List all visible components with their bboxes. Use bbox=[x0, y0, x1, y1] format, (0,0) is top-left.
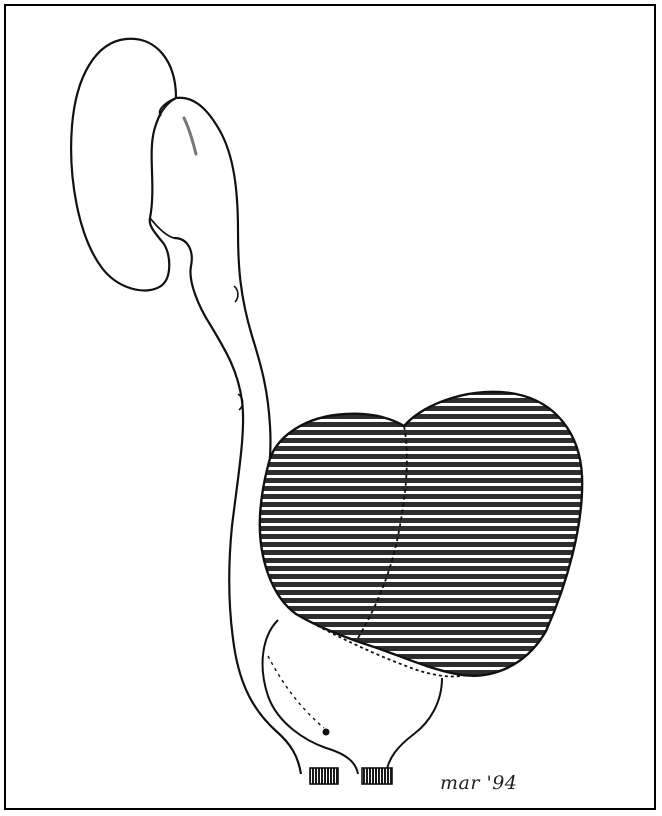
urethra-stub-left bbox=[310, 768, 338, 784]
anatomical-illustration bbox=[6, 6, 658, 812]
kidney-outline bbox=[71, 39, 176, 291]
drawing-frame: mar '94 bbox=[4, 4, 656, 810]
dashed-catheter-path bbox=[268, 656, 324, 728]
ureter-fold bbox=[234, 286, 238, 302]
ureter-outline bbox=[176, 98, 271, 516]
artist-signature: mar '94 bbox=[440, 772, 517, 794]
bladder-outline bbox=[263, 620, 358, 774]
catheter-tip bbox=[323, 729, 330, 736]
kidney-hilum-line bbox=[150, 218, 174, 238]
bladder-outline bbox=[386, 678, 442, 774]
hatched-organ bbox=[260, 392, 582, 676]
urethra-stub-right bbox=[362, 768, 392, 784]
shading-smudge bbox=[184, 118, 196, 154]
